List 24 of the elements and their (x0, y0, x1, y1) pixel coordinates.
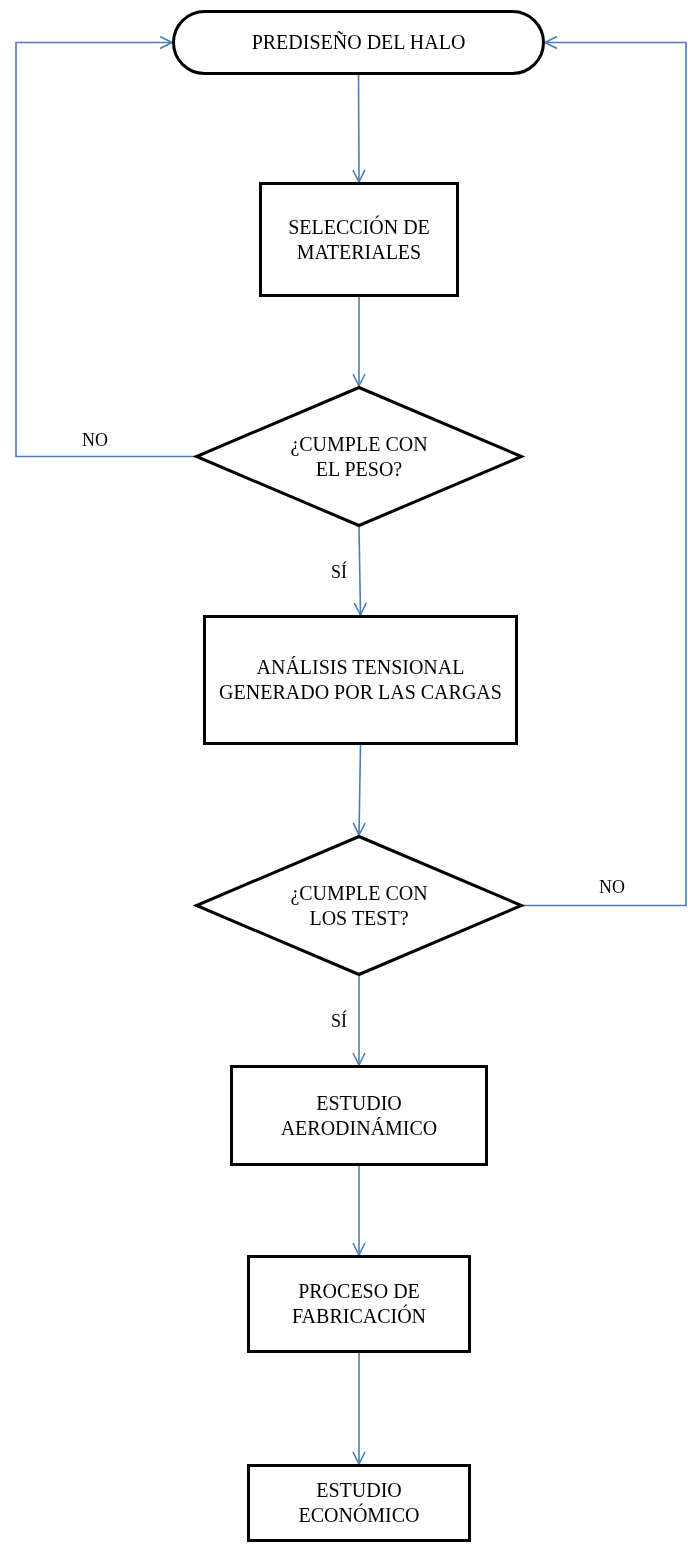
node-text: ESTUDIO AERODINÁMICO (279, 1090, 439, 1141)
node-text: ANÁLISIS TENSIONAL GENERADO POR LAS CARGAS (218, 655, 503, 705)
decision-diamond (195, 835, 523, 976)
node-text: PROCESO DE FABRICACIÓN (290, 1279, 428, 1329)
arrow (352, 74, 366, 183)
arrow (352, 975, 366, 1066)
node-text: ¿CUMPLE CON LOS TEST? (289, 880, 429, 931)
process-box (247, 1255, 471, 1353)
process-box (230, 1065, 488, 1166)
node-text: ESTUDIO ECONÓMICO (297, 1478, 421, 1528)
decision-diamond (195, 386, 523, 527)
node-text: SELECCIÓN DE MATERIALES (287, 214, 431, 265)
process-box (203, 615, 518, 745)
process-box (247, 1464, 471, 1542)
arrow (15, 35, 196, 458)
arrow (352, 1165, 366, 1256)
node-text: ¿CUMPLE CON EL PESO? (289, 431, 429, 482)
arrow (352, 296, 366, 387)
arrow (522, 35, 687, 907)
arrow (352, 744, 366, 836)
node-text: PREDISEÑO DEL HALO (251, 30, 466, 55)
process-box (259, 182, 459, 297)
arrow (353, 526, 368, 616)
arrow (352, 1352, 366, 1465)
